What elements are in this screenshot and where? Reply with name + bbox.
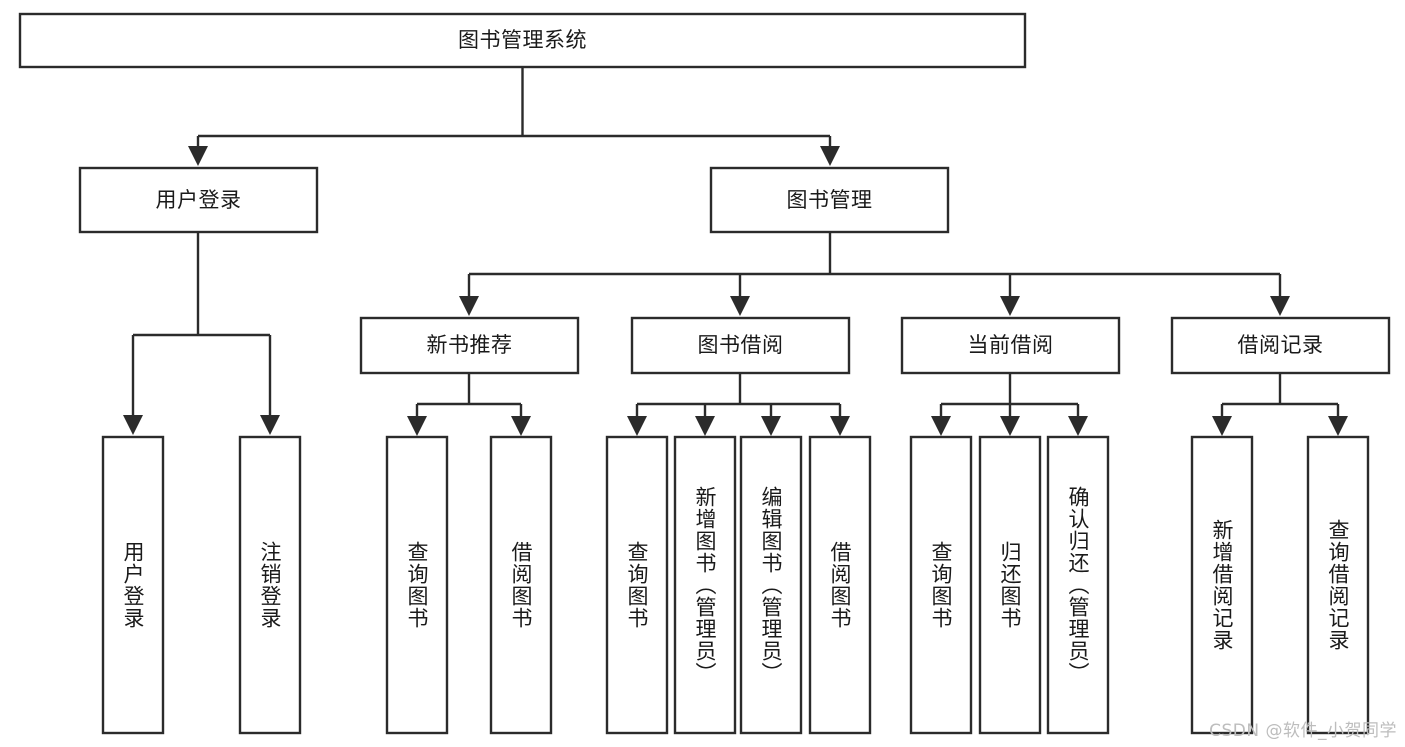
- node-box-leaf[interactable]: [1190, 435, 1254, 735]
- node-box-leaf[interactable]: [909, 435, 973, 735]
- node-box-leaf[interactable]: [489, 435, 553, 735]
- node-box-leaf[interactable]: [605, 435, 669, 735]
- connectors-root-to-level2: [188, 67, 840, 166]
- arrow-head-icon: [511, 416, 531, 436]
- node-box-current-borrow[interactable]: [900, 316, 1121, 375]
- arrow-head-icon: [1000, 416, 1020, 436]
- node-box-leaf[interactable]: [673, 435, 737, 735]
- arrow-head-icon: [931, 416, 951, 436]
- connectors-userlogin-to-leaves: [123, 232, 280, 435]
- node-box-leaf[interactable]: [808, 435, 872, 735]
- arrow-head-icon: [627, 416, 647, 436]
- arrow-head-icon: [1270, 296, 1290, 316]
- node-box-new-book-recommend[interactable]: [359, 316, 580, 375]
- node-box-leaf[interactable]: [385, 435, 449, 735]
- arrow-head-icon: [1328, 416, 1348, 436]
- arrow-head-icon: [1212, 416, 1232, 436]
- node-box-leaf[interactable]: [739, 435, 803, 735]
- arrow-head-icon: [188, 146, 208, 166]
- arrow-head-icon: [123, 415, 143, 435]
- arrow-head-icon: [695, 416, 715, 436]
- arrow-head-icon: [1068, 416, 1088, 436]
- arrow-head-icon: [260, 415, 280, 435]
- arrow-head-icon: [1000, 296, 1020, 316]
- node-box-leaf[interactable]: [1306, 435, 1370, 735]
- connectors-bookborrow-to-leaves: [627, 373, 850, 436]
- arrow-head-icon: [830, 416, 850, 436]
- node-box-leaf[interactable]: [978, 435, 1042, 735]
- node-box-book-borrow[interactable]: [630, 316, 851, 375]
- node-box-borrow-record[interactable]: [1170, 316, 1391, 375]
- connectors-booking-to-level3: [459, 232, 1290, 316]
- arrow-head-icon: [459, 296, 479, 316]
- node-box-root[interactable]: [18, 12, 1027, 69]
- node-box-leaf[interactable]: [238, 435, 302, 735]
- node-box-user-login[interactable]: [78, 166, 319, 234]
- connectors-newbook-to-leaves: [407, 373, 531, 436]
- arrow-head-icon: [407, 416, 427, 436]
- node-box-leaf[interactable]: [101, 435, 165, 735]
- node-box-leaf[interactable]: [1046, 435, 1110, 735]
- connectors-borrowrecord-to-leaves: [1212, 373, 1348, 436]
- connectors-currentborrow-to-leaves: [931, 373, 1088, 436]
- arrow-head-icon: [820, 146, 840, 166]
- arrow-head-icon: [761, 416, 781, 436]
- node-box-book-management[interactable]: [709, 166, 950, 234]
- arrow-head-icon: [730, 296, 750, 316]
